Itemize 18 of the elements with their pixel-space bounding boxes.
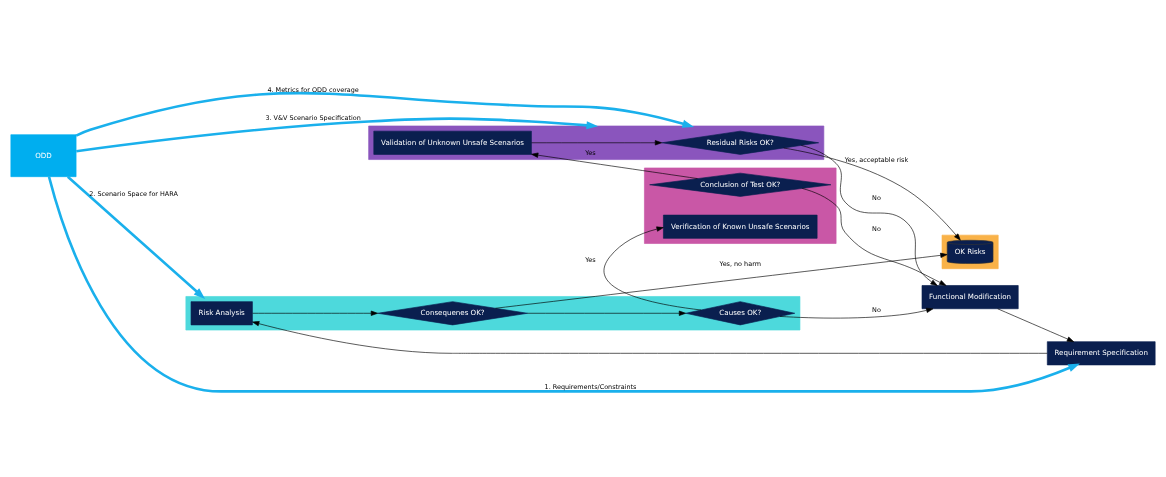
arrow	[252, 310, 378, 316]
arrow	[495, 252, 948, 309]
arrow	[801, 187, 947, 286]
arrow	[779, 307, 934, 318]
arrow	[531, 139, 663, 145]
arrow	[66, 175, 206, 299]
arrow	[603, 226, 702, 310]
arrow	[997, 307, 1075, 342]
arrow	[531, 152, 698, 179]
arrow	[801, 144, 938, 286]
cluster	[185, 295, 801, 330]
arrow	[252, 320, 1048, 354]
arrow	[527, 310, 687, 316]
arrow	[47, 175, 1080, 393]
arrow	[783, 147, 961, 241]
arrow	[76, 116, 599, 152]
arrow	[75, 91, 695, 137]
cluster	[644, 167, 837, 244]
